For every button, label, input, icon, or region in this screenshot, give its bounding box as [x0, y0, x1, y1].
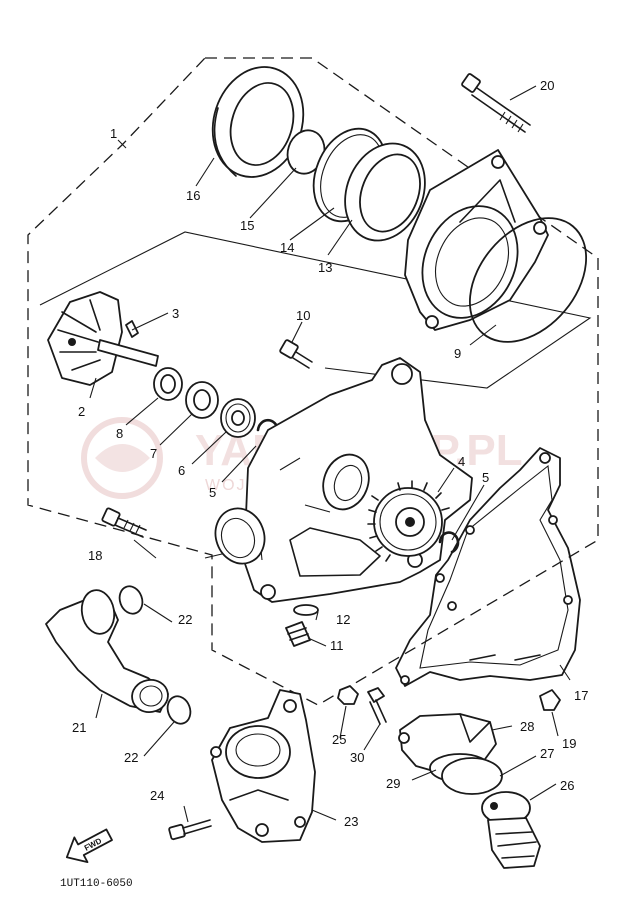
label-part-24: 24 [150, 788, 164, 803]
label-part-4: 4 [458, 454, 465, 469]
part-19-cap [539, 689, 561, 711]
part-18-bolt [101, 507, 147, 538]
part-17-gasket [395, 447, 581, 687]
label-part-19: 19 [562, 736, 576, 751]
label-part-21: 21 [72, 720, 86, 735]
label-part-14: 14 [280, 240, 294, 255]
label-part-8: 8 [116, 426, 123, 441]
pump-housing [214, 357, 473, 603]
part-13-seal [344, 142, 426, 242]
label-part-20: 20 [540, 78, 554, 93]
part-20-bolt [461, 73, 531, 133]
label-part-26: 26 [560, 778, 574, 793]
part-10-bolt [279, 339, 313, 369]
label-part-15: 15 [240, 218, 254, 233]
label-part-22a: 22 [178, 612, 192, 627]
part-labels: 1 2 3 4 5 5 6 7 8 9 10 11 12 13 14 15 16… [72, 78, 588, 829]
assembly-outline [27, 57, 599, 706]
part-11-plug [285, 621, 311, 647]
part-22-oring-upper [118, 585, 144, 615]
label-part-12: 12 [336, 612, 350, 627]
label-part-30: 30 [350, 750, 364, 765]
label-part-13: 13 [318, 260, 332, 275]
part-24-bolt [168, 819, 212, 841]
part-23-thermostat-housing [210, 689, 316, 843]
part-5-circlip-lower [438, 531, 460, 554]
label-part-16: 16 [186, 188, 200, 203]
part-9-oring [468, 217, 588, 343]
part-3-pin [125, 320, 139, 338]
part-2-impeller [47, 291, 159, 386]
label-part-23: 23 [344, 814, 358, 829]
part-27-oring [441, 757, 503, 795]
label-part-28: 28 [520, 719, 534, 734]
label-part-22b: 22 [124, 750, 138, 765]
part-4-gear [367, 480, 450, 562]
forward-arrow: FWD [65, 828, 113, 864]
part-25-nut [337, 685, 359, 705]
label-part-29: 29 [386, 776, 400, 791]
label-part-5b: 5 [482, 470, 489, 485]
part-30-bolt [367, 687, 387, 725]
part-26-thermostat [481, 791, 541, 869]
label-part-5a: 5 [209, 485, 216, 500]
part-8-seal [153, 367, 183, 401]
label-part-25: 25 [332, 732, 346, 747]
cover-group-outline [39, 231, 592, 389]
label-part-18: 18 [88, 548, 102, 563]
label-part-9: 9 [454, 346, 461, 361]
part-7-bearing [185, 381, 219, 419]
label-part-6: 6 [178, 463, 185, 478]
label-part-17: 17 [574, 688, 588, 703]
label-part-27: 27 [540, 746, 554, 761]
label-part-1: 1 [110, 126, 117, 141]
part-12-oring [293, 604, 319, 616]
part-22-oring-lower [166, 695, 192, 725]
part-21-pipe [45, 589, 169, 713]
leader-lines [89, 85, 571, 823]
label-part-7: 7 [150, 446, 157, 461]
label-part-3: 3 [172, 306, 179, 321]
part-6-bearing [220, 398, 256, 438]
drawing-code: 1UT110-6050 [60, 878, 133, 890]
label-part-10: 10 [296, 308, 310, 323]
label-part-2: 2 [78, 404, 85, 419]
label-part-11: 11 [330, 638, 344, 653]
pump-cover [404, 149, 549, 331]
